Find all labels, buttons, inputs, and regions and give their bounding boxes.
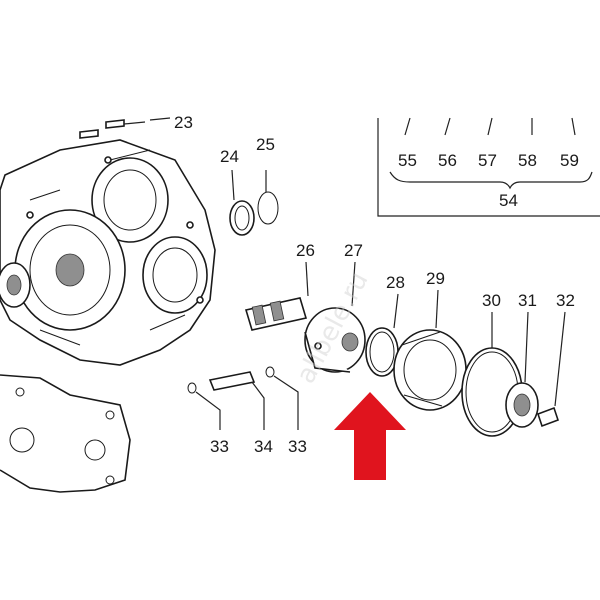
- part-33-right-oring: [265, 366, 299, 430]
- gasket: [0, 374, 131, 493]
- callout-56: 56: [438, 151, 457, 170]
- callout-26: 26: [296, 241, 315, 260]
- part-32-pin: [536, 311, 566, 428]
- callout-55: 55: [398, 151, 417, 170]
- callout-32: 32: [556, 291, 575, 310]
- callout-34: 34: [254, 437, 273, 456]
- part-24-ring: [229, 169, 255, 236]
- callout-31: 31: [518, 291, 537, 310]
- arrow-up-icon: [334, 392, 406, 480]
- callout-23: 23: [174, 113, 193, 132]
- part-33-left-oring: [187, 382, 221, 430]
- pump-housing: [0, 139, 216, 366]
- callout-27: 27: [344, 241, 363, 260]
- callout-54: 54: [499, 191, 518, 210]
- callout-33-left: 33: [210, 437, 229, 456]
- callout-28: 28: [386, 273, 405, 292]
- part-28-oring: [365, 293, 399, 377]
- kit-inset: [377, 117, 600, 217]
- callout-24: 24: [220, 147, 239, 166]
- part-26-plunger: [244, 261, 309, 331]
- callout-58: 58: [518, 151, 537, 170]
- callout-30: 30: [482, 291, 501, 310]
- part-34-pin: [208, 371, 265, 430]
- part-29-valve-seat: [393, 289, 467, 411]
- part-23-screw: [79, 117, 171, 139]
- callout-29: 29: [426, 269, 445, 288]
- part-31-valve: [505, 311, 539, 428]
- part-25-circlip: [257, 170, 279, 225]
- part-27-head: [304, 261, 366, 373]
- callout-57: 57: [478, 151, 497, 170]
- callout-59: 59: [560, 151, 579, 170]
- callout-25: 25: [256, 135, 275, 154]
- callout-33-right: 33: [288, 437, 307, 456]
